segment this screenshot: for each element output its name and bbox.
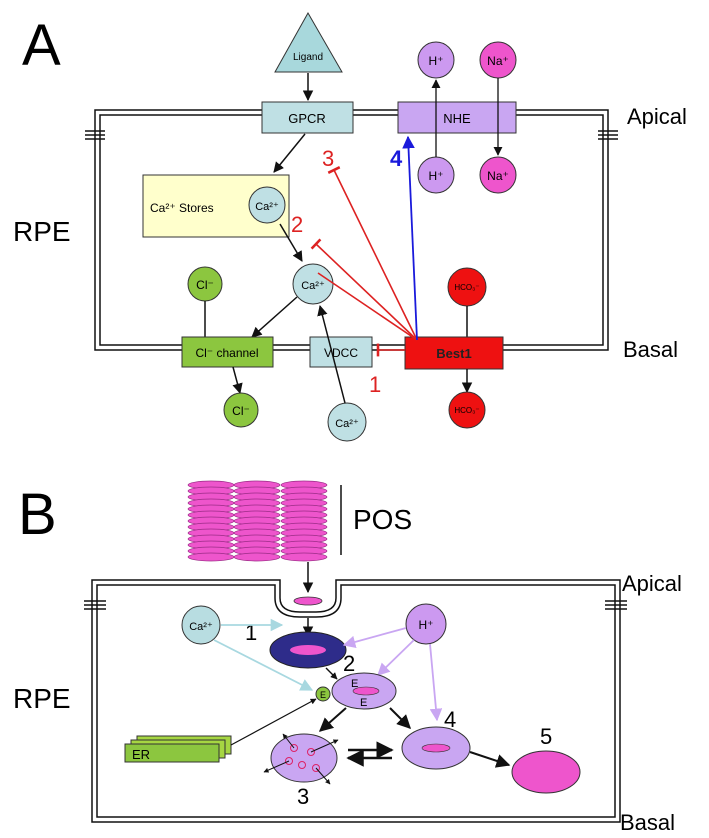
cl-ion-bottom: Cl⁻ bbox=[223, 392, 259, 428]
ca-ion-b: Ca²⁺ bbox=[181, 605, 221, 645]
pos-disc bbox=[233, 552, 281, 562]
best1-box: Best1 bbox=[404, 336, 504, 370]
basal-label-b: Basal bbox=[620, 810, 675, 835]
na-ion-top: Na⁺ bbox=[479, 41, 517, 79]
gpcr-box: GPCR bbox=[261, 101, 354, 134]
svg-text:Ca²⁺: Ca²⁺ bbox=[189, 621, 213, 633]
svg-text:Ca²⁺: Ca²⁺ bbox=[335, 418, 359, 430]
na-ion-bottom: Na⁺ bbox=[479, 156, 517, 194]
svg-text:E: E bbox=[360, 697, 367, 709]
step-1-label-a: 1 bbox=[369, 372, 381, 397]
ca-to-fusion-arrow bbox=[213, 639, 314, 691]
h-ion-bottom: H⁺ bbox=[417, 156, 455, 194]
svg-text:E: E bbox=[351, 678, 358, 690]
basal-label-a: Basal bbox=[623, 337, 678, 362]
pos-disc bbox=[187, 552, 235, 562]
step4-vesicle bbox=[401, 726, 471, 770]
h-ion-b: H⁺ bbox=[405, 603, 447, 645]
svg-text:Cl⁻: Cl⁻ bbox=[196, 278, 214, 292]
svg-text:E: E bbox=[320, 690, 326, 700]
best1-inhibition-lines bbox=[310, 166, 418, 357]
apical-label-a: Apical bbox=[627, 104, 687, 129]
vdcc-influx-arrow bbox=[317, 304, 346, 404]
h-to-phagosome-arrow bbox=[342, 627, 407, 649]
ca-to-cl-channel-arrow bbox=[251, 296, 298, 338]
ligand-triangle: Ligand bbox=[274, 11, 343, 73]
svg-text:VDCC: VDCC bbox=[324, 346, 358, 360]
h-to-step4-arrow bbox=[429, 643, 443, 722]
apical-label-b: Apical bbox=[622, 571, 682, 596]
ca-ion-outside: Ca²⁺ bbox=[327, 402, 367, 442]
phagolysosome: E E bbox=[331, 672, 397, 710]
pos-label: POS bbox=[353, 504, 412, 535]
svg-text:H⁺: H⁺ bbox=[419, 618, 434, 632]
svg-text:Ca²⁺: Ca²⁺ bbox=[301, 280, 325, 292]
best1-activates-nhe-arrow bbox=[402, 135, 418, 341]
vdcc-box: VDCC bbox=[309, 336, 373, 368]
svg-text:NHE: NHE bbox=[443, 111, 471, 126]
svg-text:Na⁺: Na⁺ bbox=[487, 54, 509, 68]
svg-text:H⁺: H⁺ bbox=[429, 54, 444, 68]
cl-channel-box: Cl⁻ channel bbox=[181, 336, 274, 368]
phagosome bbox=[269, 631, 347, 669]
svg-text:ER: ER bbox=[132, 747, 150, 762]
svg-text:HCO₃⁻: HCO₃⁻ bbox=[454, 406, 479, 415]
svg-text:Na⁺: Na⁺ bbox=[487, 169, 509, 183]
step-1-label-b: 1 bbox=[245, 620, 257, 645]
svg-text:Best1: Best1 bbox=[436, 346, 471, 361]
panel-a-label: A bbox=[22, 13, 61, 78]
cl-ion-top: Cl⁻ bbox=[187, 266, 223, 302]
h-to-phagolysosome-arrow bbox=[377, 639, 415, 676]
to-step4-arrow bbox=[389, 707, 411, 729]
svg-text:Ca²⁺: Ca²⁺ bbox=[255, 201, 279, 213]
step-2-label-a: 2 bbox=[291, 212, 303, 237]
svg-text:Cl⁻ channel: Cl⁻ channel bbox=[195, 346, 258, 360]
pos-stack bbox=[187, 480, 328, 594]
svg-text:Cl⁻: Cl⁻ bbox=[232, 404, 250, 418]
panel-b-label: B bbox=[18, 482, 57, 547]
to-step5-arrow bbox=[469, 751, 511, 768]
step-2-label-b: 2 bbox=[343, 651, 355, 676]
ca-ion-cytosol: Ca²⁺ bbox=[292, 263, 334, 305]
hco3-ion-bottom: HCO₃⁻ bbox=[448, 391, 486, 429]
to-step3-arrow bbox=[318, 707, 347, 732]
rpe-label-b: RPE bbox=[13, 683, 71, 714]
step-3-label-b: 3 bbox=[297, 784, 309, 809]
pos-fragment bbox=[293, 596, 323, 606]
step2-arrow bbox=[325, 667, 338, 680]
hco3-ion-top: HCO₃⁻ bbox=[447, 267, 487, 307]
gpcr-to-stores-arrow bbox=[273, 133, 306, 173]
rpe-cell-b bbox=[84, 579, 627, 823]
svg-text:Ligand: Ligand bbox=[293, 52, 323, 63]
er-to-vesicle-arrow bbox=[230, 698, 317, 746]
lipofuscin-granule bbox=[511, 750, 581, 794]
step-5-label-b: 5 bbox=[540, 724, 552, 749]
cl-out-arrow bbox=[232, 366, 243, 395]
rpe-label-a: RPE bbox=[13, 216, 71, 247]
pos-disc bbox=[280, 552, 328, 562]
step-4-label-b: 4 bbox=[444, 707, 456, 732]
stores-release-arrow bbox=[279, 223, 303, 262]
nhe-box: NHE bbox=[397, 101, 517, 134]
svg-text:GPCR: GPCR bbox=[288, 111, 326, 126]
degradation-vesicle bbox=[263, 733, 339, 785]
svg-text:Ca²⁺ Stores: Ca²⁺ Stores bbox=[150, 201, 214, 215]
h-ion-top: H⁺ bbox=[417, 41, 455, 79]
er-stack: ER bbox=[124, 735, 232, 763]
step-4-label-a: 4 bbox=[390, 146, 403, 171]
ca-stores-box: Ca²⁺ Stores Ca²⁺ bbox=[142, 174, 290, 238]
svg-text:HCO₃⁻: HCO₃⁻ bbox=[454, 283, 479, 292]
step-3-label-a: 3 bbox=[322, 146, 334, 171]
svg-text:H⁺: H⁺ bbox=[429, 169, 444, 183]
enzyme-vesicle: E bbox=[315, 686, 331, 702]
